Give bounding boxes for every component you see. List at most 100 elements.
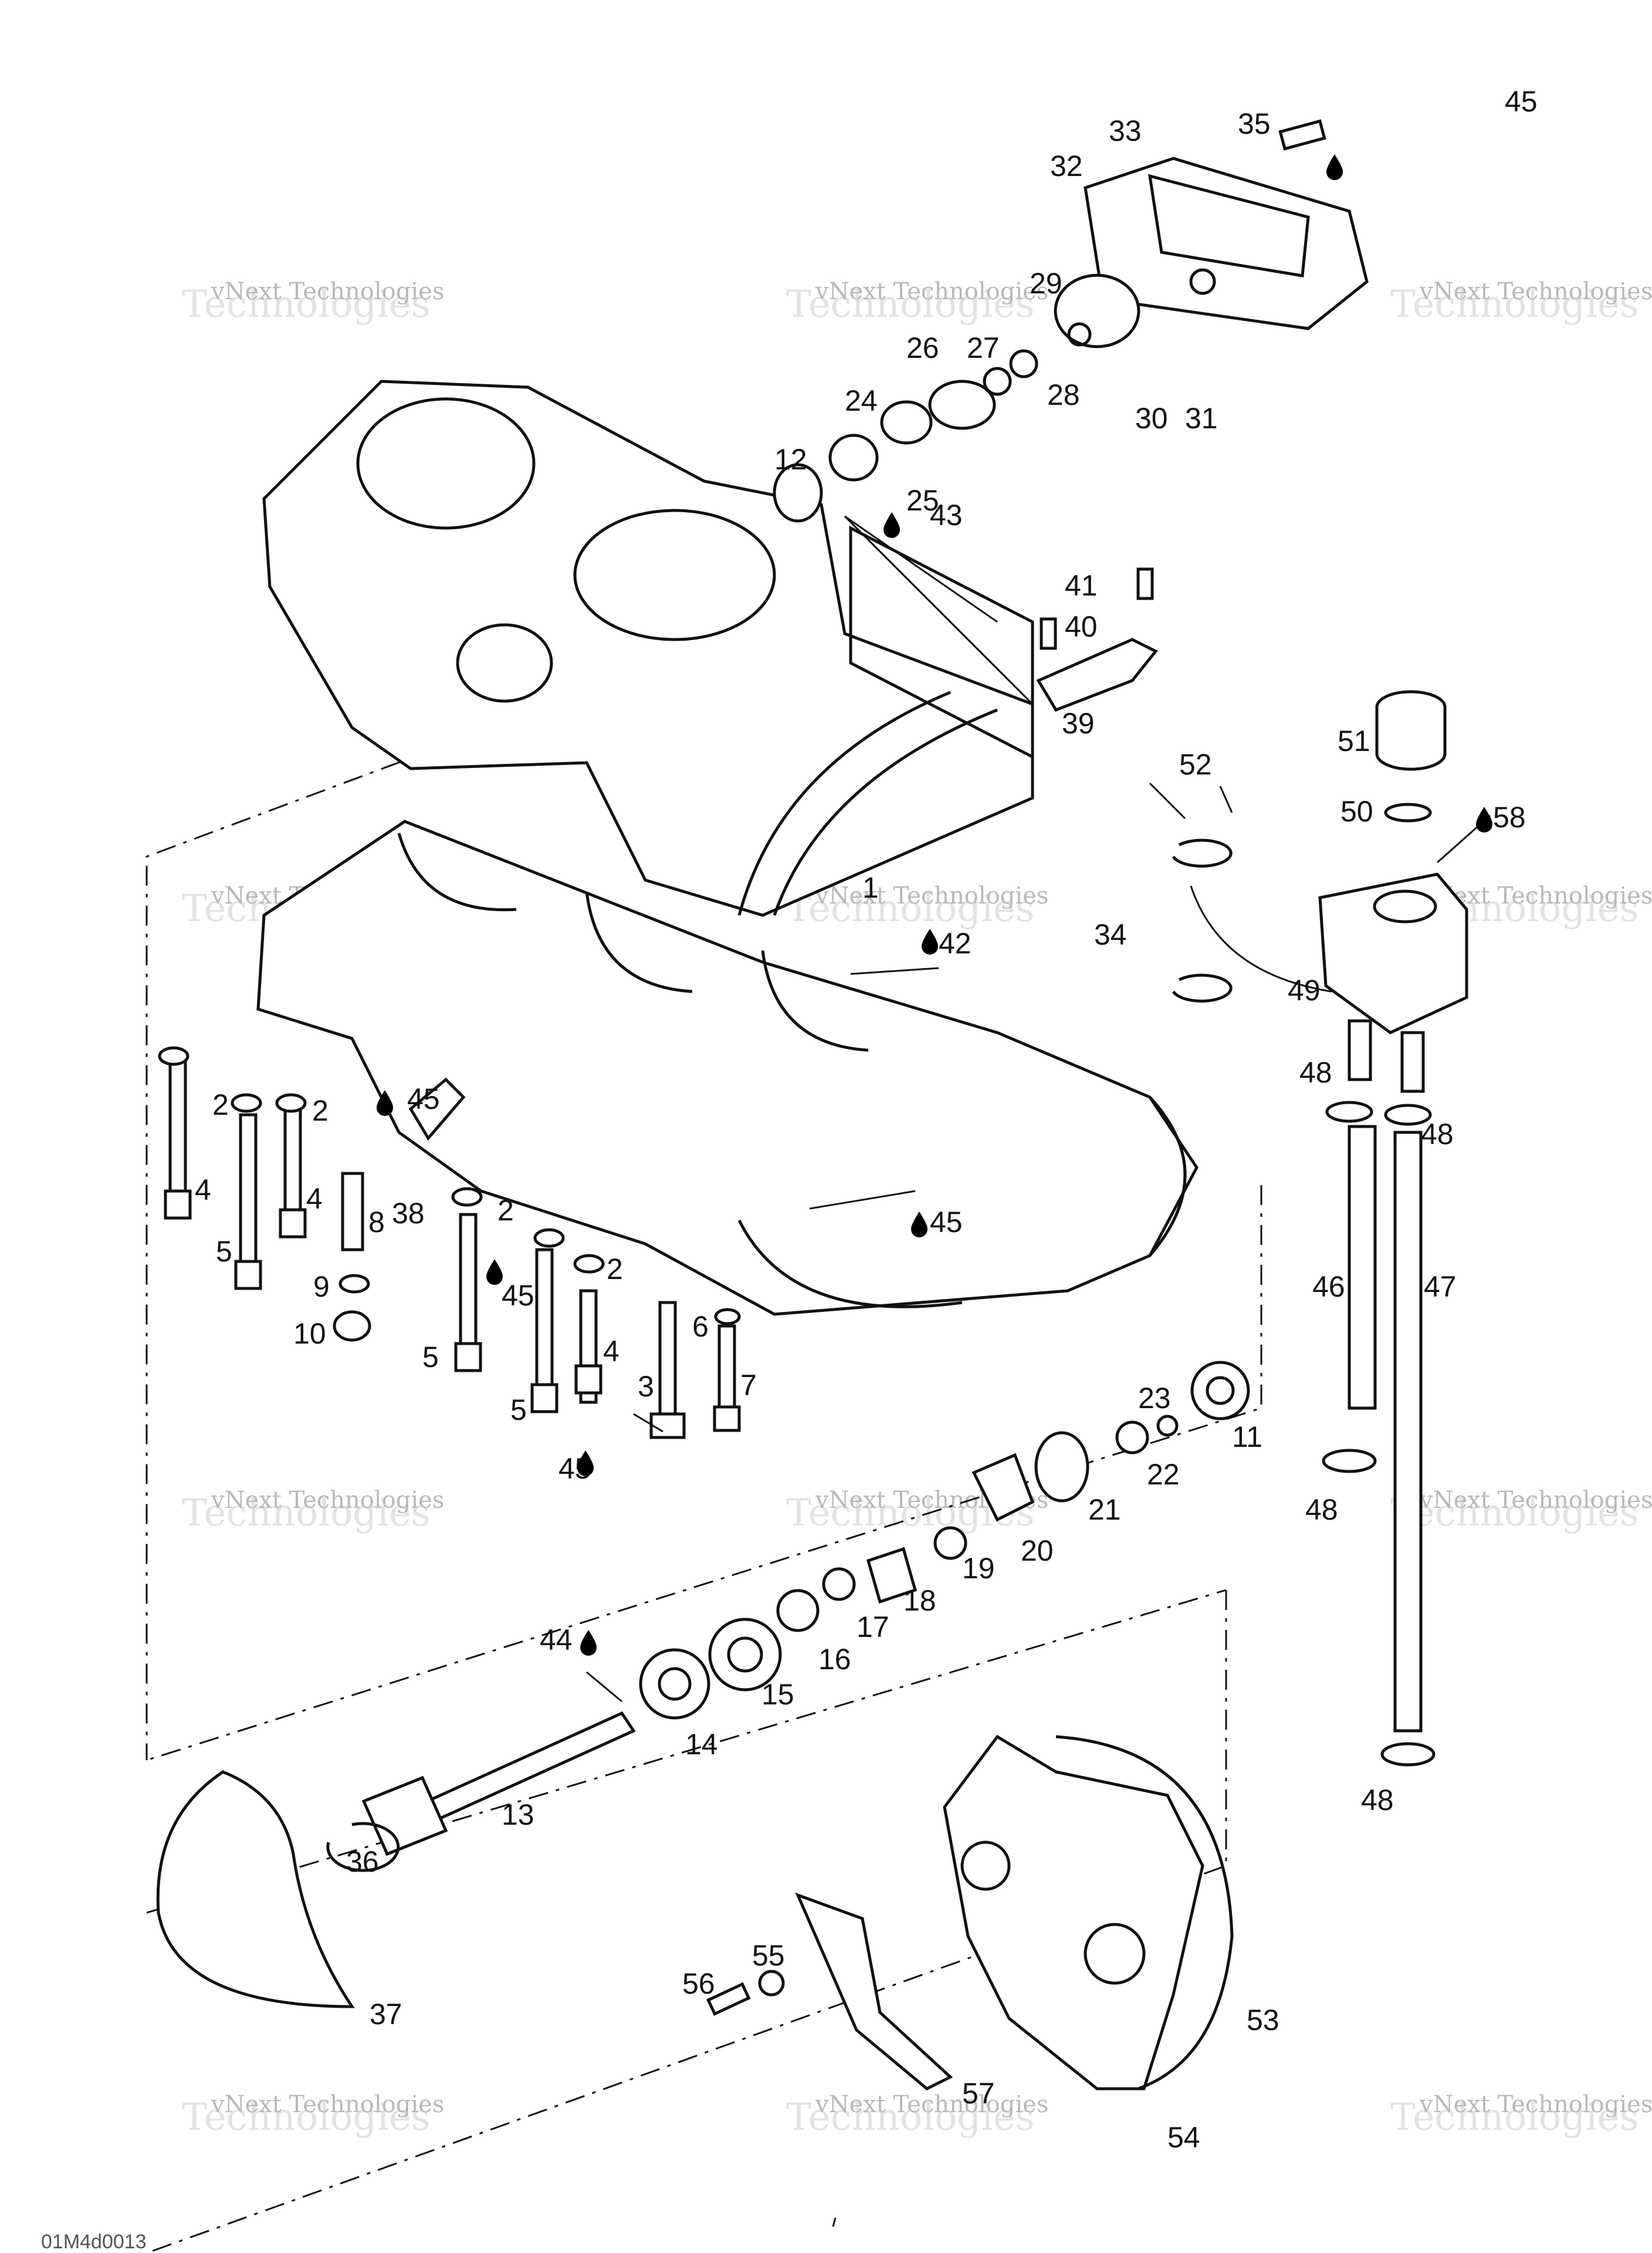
callout: 24 (845, 384, 878, 417)
assembly-guide-lines (145, 691, 1262, 2253)
callout: 46 (1312, 1270, 1345, 1303)
callout: 48 (1299, 1056, 1332, 1089)
callout: 41 (1065, 569, 1098, 602)
oil-drop-icon (883, 512, 900, 538)
callout: 9 (313, 1270, 330, 1303)
callout: 11 (1232, 1420, 1262, 1453)
oil-reservoir-illustration (1172, 690, 1468, 1767)
callout: 45 (930, 1206, 963, 1239)
svg-text:vNext Technologies: vNext Technologies (815, 2091, 1048, 2118)
callout: 13 (502, 1798, 534, 1831)
svg-text:Technologies: Technologies (786, 887, 1035, 931)
svg-text:Technologies: Technologies (182, 1491, 431, 1535)
callout: 17 (857, 1611, 889, 1643)
callout: 57 (962, 2077, 995, 2110)
bearing-support-illustration (706, 1734, 1234, 2090)
callout: 15 (761, 1678, 794, 1711)
callout: 48 (1361, 1784, 1394, 1816)
callout: 4 (603, 1335, 620, 1368)
svg-text:vNext Technologies: vNext Technologies (1419, 2091, 1652, 2118)
svg-text:Technologies: Technologies (182, 2096, 431, 2139)
callout: 51 (1338, 725, 1370, 757)
callout: 45 (1505, 85, 1538, 118)
callout: 5 (422, 1341, 439, 1374)
svg-text:Technologies: Technologies (182, 283, 431, 326)
callout: 36 (346, 1845, 379, 1878)
callout: 2 (312, 1094, 329, 1127)
callout: 8 (368, 1206, 385, 1239)
callout: 26 (906, 331, 939, 364)
callout: 33 (1109, 114, 1142, 147)
oil-drop-icon (1326, 154, 1343, 180)
callout: 30 (1135, 402, 1168, 435)
oil-drop-icon (486, 1259, 503, 1285)
callout: 31 (1185, 402, 1218, 435)
callout: 5 (216, 1235, 232, 1268)
callout: 56 (682, 1967, 715, 2000)
fasteners-illustration (158, 1046, 741, 1439)
callout: 42 (939, 927, 971, 960)
upper-crankcase-illustration (262, 380, 1034, 917)
callout: 34 (1094, 918, 1127, 951)
callout: 23 (1138, 1382, 1171, 1415)
callout: 10 (293, 1317, 326, 1350)
svg-text:Technologies: Technologies (1390, 1491, 1639, 1535)
callout: 7 (740, 1369, 757, 1402)
callout: 2 (212, 1088, 229, 1121)
svg-text:vNext Technologies: vNext Technologies (815, 882, 1048, 909)
callout: 48 (1305, 1493, 1338, 1526)
callout: 27 (967, 331, 1000, 364)
callout: 37 (370, 1998, 402, 2031)
callout: 45 (407, 1082, 440, 1115)
svg-text:vNext Technologies: vNext Technologies (211, 2091, 444, 2118)
callout: 49 (1288, 974, 1321, 1007)
callout: 40 (1065, 610, 1098, 643)
callout: 20 (1021, 1534, 1054, 1567)
callout: 28 (1047, 378, 1080, 411)
callout: 54 (1167, 2121, 1200, 2154)
callout: 29 (1030, 267, 1062, 300)
callout: 4 (306, 1182, 323, 1215)
callout: 39 (1062, 707, 1095, 740)
svg-text:vNext Technologies: vNext Technologies (1419, 278, 1652, 305)
callout: 55 (752, 1939, 785, 1972)
callout: 1 (862, 871, 879, 904)
svg-text:vNext Technologies: vNext Technologies (211, 278, 444, 305)
callout: 19 (962, 1552, 995, 1585)
callout: 3 (638, 1370, 654, 1403)
callout: 52 (1179, 748, 1212, 781)
callout: 50 (1340, 795, 1373, 828)
drawing-code: 01M4d0013 (41, 2231, 147, 2253)
svg-text:vNext Technologies: vNext Technologies (1419, 1487, 1652, 1514)
oil-drop-icon (580, 1630, 597, 1656)
svg-text:Technologies: Technologies (1390, 2096, 1639, 2139)
callout: 53 (1247, 2004, 1279, 2037)
callout: 16 (818, 1643, 851, 1676)
callout: 32 (1050, 150, 1083, 182)
callout: 44 (540, 1623, 573, 1656)
callout: 2 (497, 1194, 514, 1227)
lower-crankcase-illustration (256, 820, 1199, 1316)
svg-text:vNext Technologies: vNext Technologies (815, 278, 1048, 305)
oil-drop-icon (1476, 807, 1492, 833)
callout: 35 (1238, 107, 1271, 140)
callout: 43 (930, 499, 963, 532)
oil-drop-icon (922, 929, 938, 955)
callout: 25 (906, 484, 939, 517)
svg-text:Technologies: Technologies (786, 2096, 1035, 2139)
callout: 38 (392, 1197, 425, 1230)
callout: 58 (1493, 801, 1526, 834)
callout: 48 (1421, 1118, 1454, 1151)
water-pump-illustration (773, 119, 1369, 760)
callout: 22 (1147, 1458, 1180, 1491)
svg-text:Technologies: Technologies (1390, 283, 1639, 326)
svg-text:vNext Technologies: vNext Technologies (211, 1487, 444, 1514)
